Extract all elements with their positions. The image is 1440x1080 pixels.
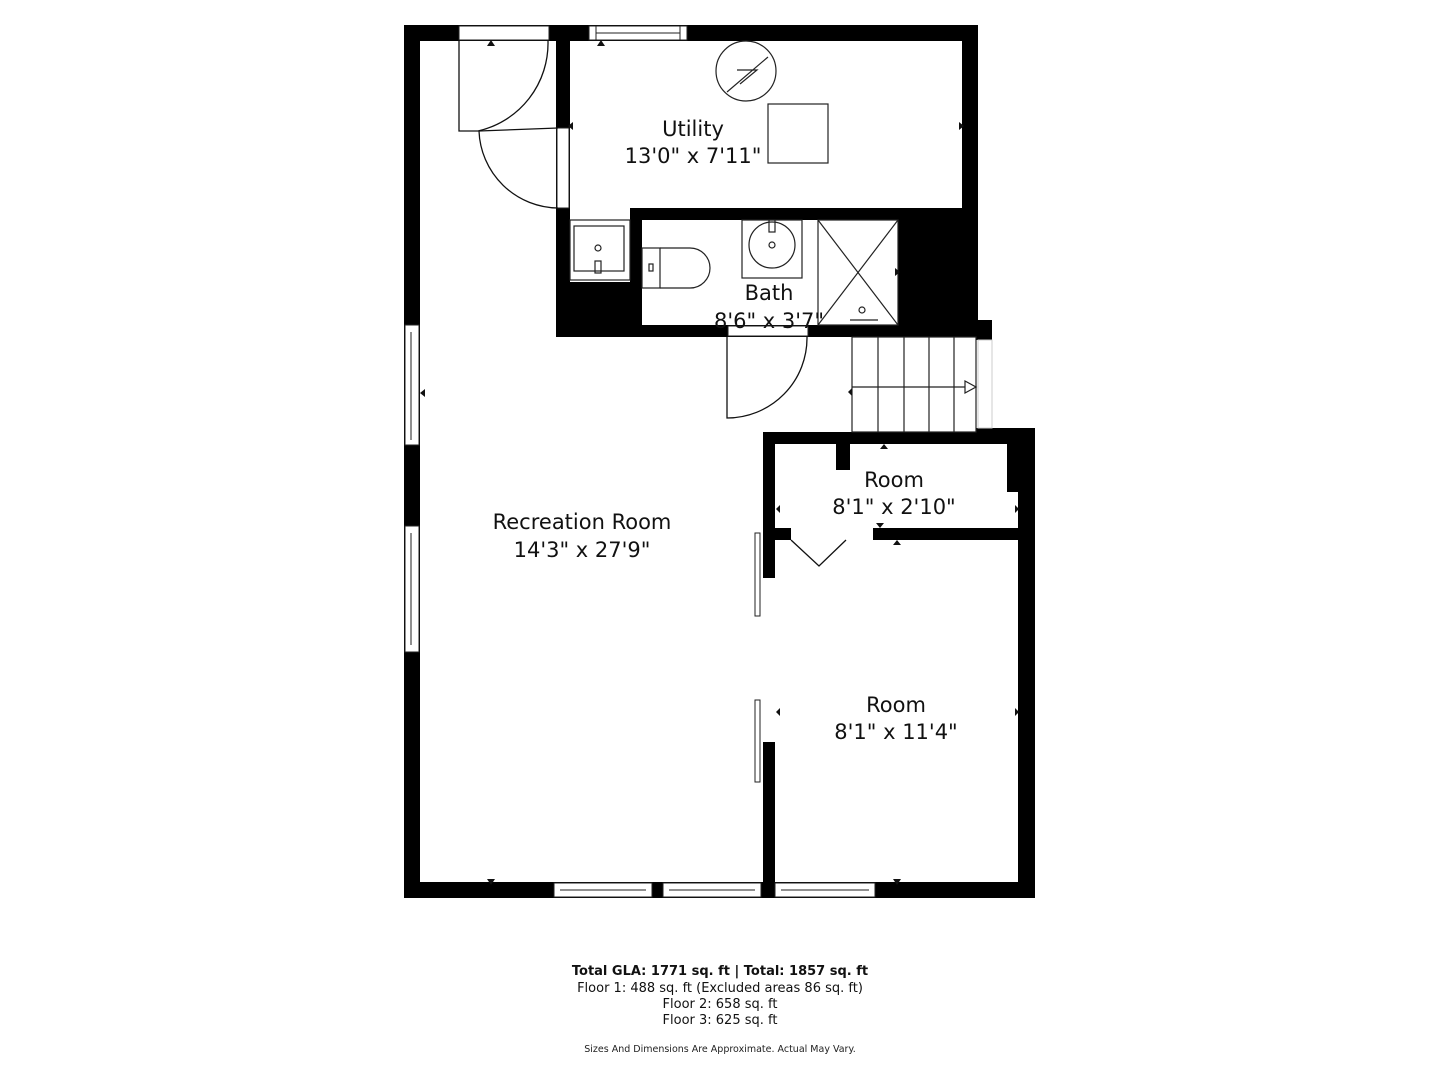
stairs-icon [851, 336, 978, 433]
utility-name: Utility [662, 117, 724, 141]
utility-sink-icon [569, 219, 631, 281]
windows [404, 25, 993, 898]
fixtures [569, 40, 978, 433]
bath-name: Bath [745, 281, 794, 305]
disclaimer: Sizes And Dimensions Are Approximate. Ac… [584, 1044, 856, 1055]
water-heater-icon [715, 40, 777, 102]
small-room-dims: 8'1" x 2'10" [832, 495, 955, 519]
room-labels: Utility 13'0" x 7'11" Bath 8'6" x 3'7" R… [493, 117, 958, 744]
small-room-name: Room [864, 468, 924, 492]
furnace-icon [767, 103, 829, 164]
floor-1-area: Floor 1: 488 sq. ft (Excluded areas 86 s… [577, 981, 863, 996]
dimension-markers [420, 40, 1019, 885]
floor-2-area: Floor 2: 658 sq. ft [662, 997, 778, 1012]
bath-sink-icon [741, 219, 803, 279]
toilet-icon [641, 247, 711, 289]
shower-icon [817, 219, 899, 326]
large-room-dims: 8'1" x 11'4" [834, 720, 957, 744]
recreation-dims: 14'3" x 27'9" [514, 538, 651, 562]
floor-3-area: Floor 3: 625 sq. ft [662, 1013, 778, 1028]
large-room-name: Room [866, 693, 926, 717]
recreation-name: Recreation Room [493, 510, 672, 534]
total-area: Total GLA: 1771 sq. ft | Total: 1857 sq.… [571, 964, 869, 979]
utility-dims: 13'0" x 7'11" [625, 144, 762, 168]
doors [458, 40, 847, 567]
bath-dims: 8'6" x 3'7" [714, 309, 824, 333]
